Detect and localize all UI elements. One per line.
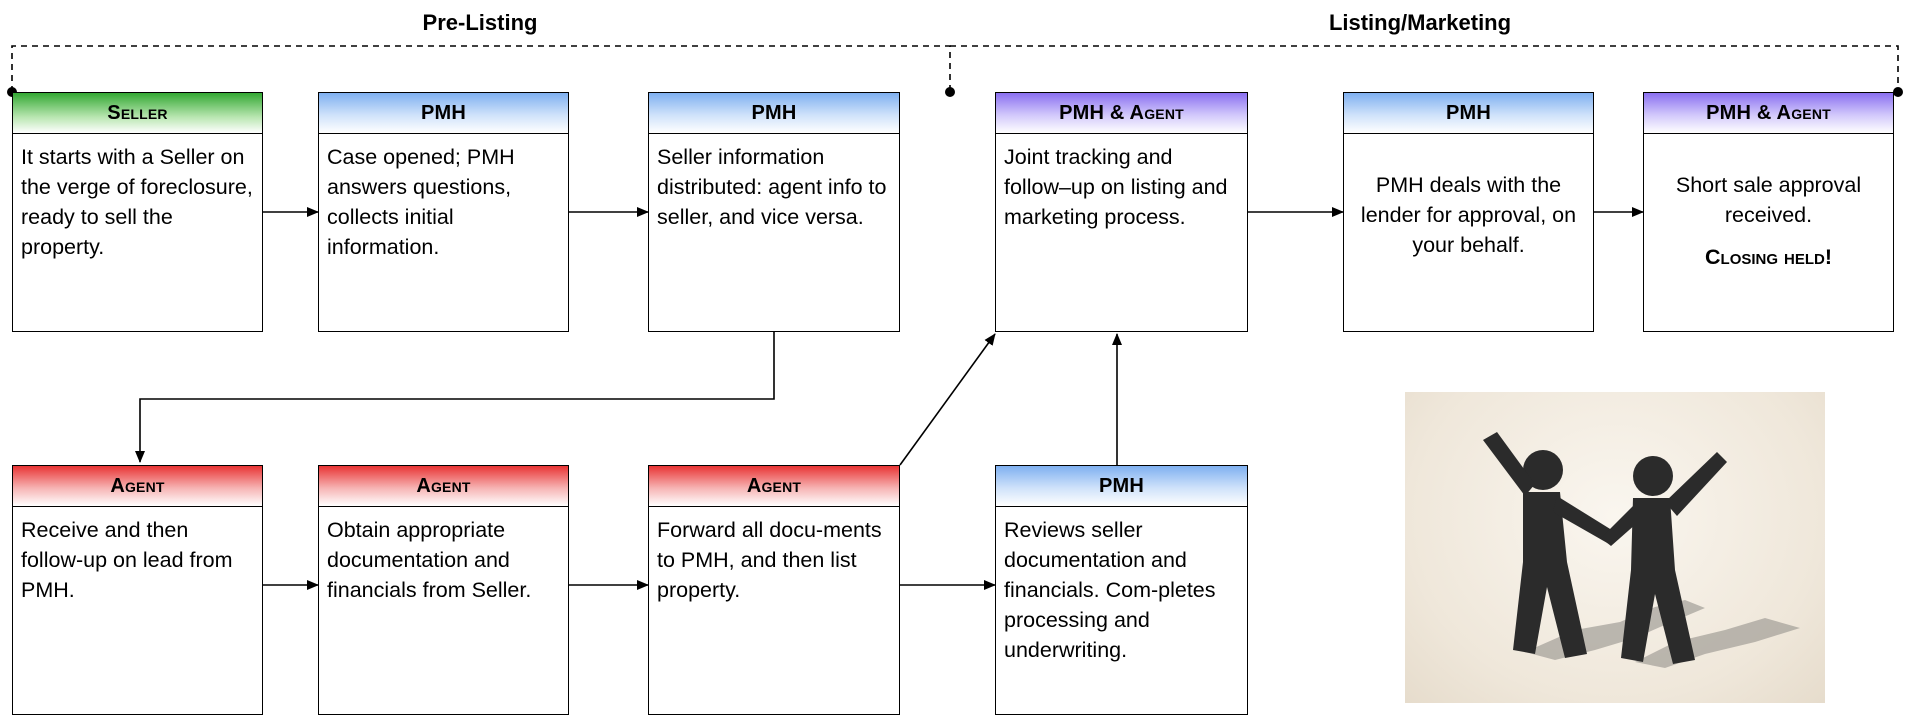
arrow-agent-to-pmh-agent	[899, 333, 996, 466]
celebration-figures-image	[1405, 392, 1825, 703]
step-header: Agent	[649, 466, 899, 507]
step-text: Obtain appropriate documentation and fin…	[327, 518, 532, 602]
step-text: Short sale approval received. Closing he…	[1644, 134, 1893, 280]
step-text: Seller information distributed: agent in…	[657, 145, 887, 229]
step-pmh-lender: PMH PMH deals with the lender for approv…	[1343, 92, 1594, 332]
step-text: It starts with a Seller on the verge of …	[21, 145, 253, 259]
step-text: PMH deals with the lender for approval, …	[1360, 173, 1577, 257]
step-pmh-info-distributed: PMH Seller information distributed: agen…	[648, 92, 900, 332]
step-header: Seller	[13, 93, 262, 134]
step-header: PMH & Agent	[1644, 93, 1893, 134]
step-header: PMH	[319, 93, 568, 134]
step-seller: Seller It starts with a Seller on the ve…	[12, 92, 263, 332]
step-header: Agent	[319, 466, 568, 507]
step-text: Case opened; PMH answers questions, coll…	[327, 145, 515, 259]
phase-label-listing-marketing: Listing/Marketing	[1328, 10, 1512, 35]
arrow-pmh-to-agent	[135, 332, 775, 463]
step-header: PMH	[649, 93, 899, 134]
step-pmh-reviews: PMH Reviews seller documentation and fin…	[995, 465, 1248, 715]
step-header: PMH & Agent	[996, 93, 1247, 134]
phase-label-pre-listing: Pre-Listing	[422, 10, 538, 35]
step-text: Reviews seller documentation and financi…	[1004, 518, 1216, 662]
step-header: Agent	[13, 466, 262, 507]
step-pmh-agent-closing: PMH & Agent Short sale approval received…	[1643, 92, 1894, 332]
step-pmh-agent-tracking: PMH & Agent Joint tracking and follow–up…	[995, 92, 1248, 332]
approval-text: Short sale approval received.	[1675, 173, 1862, 227]
step-text: Receive and then follow-up on lead from …	[21, 518, 233, 602]
step-text: Joint tracking and follow–up on listing …	[1004, 145, 1228, 229]
figures-illustration	[1483, 432, 1800, 668]
step-agent-receive-lead: Agent Receive and then follow-up on lead…	[12, 465, 263, 715]
bracket-dot	[1893, 87, 1903, 97]
closing-text: Closing held!	[1705, 245, 1832, 269]
step-agent-forward-docs: Agent Forward all docu-ments to PMH, and…	[648, 465, 900, 715]
step-header: PMH	[1344, 93, 1593, 134]
step-pmh-case-opened: PMH Case opened; PMH answers questions, …	[318, 92, 569, 332]
phase-bracket	[11, 45, 1899, 92]
step-header: PMH	[996, 466, 1247, 507]
bracket-dot	[945, 87, 955, 97]
step-text: Forward all docu-ments to PMH, and then …	[657, 518, 882, 602]
step-agent-obtain-docs: Agent Obtain appropriate documentation a…	[318, 465, 569, 715]
